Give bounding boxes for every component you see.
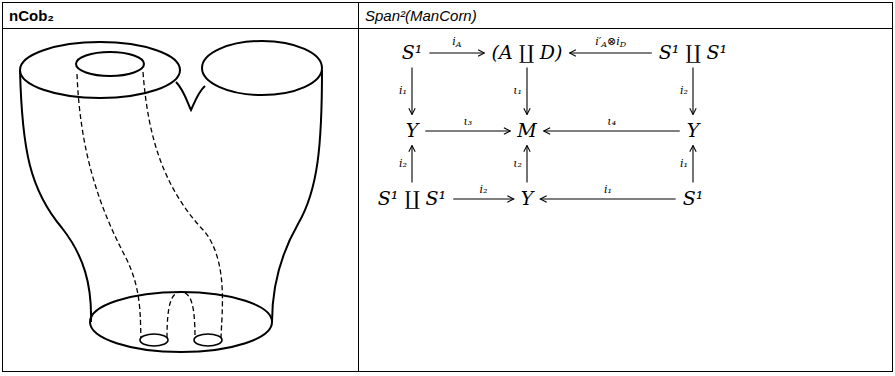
morphism-label: ι₄ <box>606 116 617 128</box>
hidden-tube <box>77 72 222 338</box>
morphism-label: iA <box>451 36 462 50</box>
table-border <box>3 3 893 372</box>
morphism-label: i′A⊗iD <box>594 36 627 50</box>
morphism-arrow <box>411 67 412 114</box>
morphism-label: i₂ <box>479 184 489 196</box>
morphism-arrow <box>411 145 412 182</box>
label-glyph: i <box>452 35 456 48</box>
label-glyph: ₄ <box>612 115 616 128</box>
label-glyph: ₂ <box>403 157 407 170</box>
header-cell: nCob₂ <box>3 3 358 28</box>
subscript: A <box>601 40 607 49</box>
math-object: (A ∐ D) <box>489 41 566 64</box>
morphism-arrow <box>425 130 510 131</box>
morphism-arrow <box>526 67 527 114</box>
object-label: M <box>517 120 536 141</box>
object-label: (A ∐ D) <box>492 42 563 63</box>
label-glyph: i <box>480 183 484 196</box>
morphism-arrow <box>692 145 693 182</box>
morphism-arrow <box>526 145 527 182</box>
morphism-label: ι₂ <box>512 158 523 170</box>
bottom-circle <box>90 292 272 352</box>
dashed-curve <box>77 74 141 338</box>
object-label: Y <box>521 188 534 209</box>
label-glyph: ′ <box>599 35 602 48</box>
label-glyph: ι <box>513 157 517 170</box>
column-rule <box>358 3 359 372</box>
object-label: S¹ ∐ S¹ <box>378 188 446 209</box>
math-object: S¹ ∐ S¹ <box>375 187 449 210</box>
label-glyph: ₁ <box>608 183 612 196</box>
label-glyph: i <box>595 35 599 48</box>
morphism-label: i₂ <box>679 85 689 97</box>
morphism-arrow <box>692 67 693 114</box>
morphism-label: i₂ <box>398 158 408 170</box>
subscript: A <box>456 40 462 49</box>
math-object: S¹ <box>399 41 426 64</box>
morphism-label: i₁ <box>398 85 408 97</box>
label-glyph: ₂ <box>518 157 522 170</box>
label-glyph: ₂ <box>483 183 487 196</box>
math-object: Y <box>403 119 422 142</box>
morphism-label: i₁ <box>679 158 689 170</box>
label-glyph: ₁ <box>518 84 522 97</box>
dashed-arch <box>167 292 195 338</box>
object-label: S¹ <box>683 188 704 209</box>
header-rule <box>3 28 893 29</box>
label-glyph: i <box>399 84 403 97</box>
subscript: D <box>620 40 626 49</box>
label-glyph: i <box>680 157 684 170</box>
morphism-arrow <box>544 130 680 131</box>
label-glyph: ₁ <box>684 157 688 170</box>
morphism-label: i₁ <box>603 184 613 196</box>
morphism-arrow <box>453 198 513 199</box>
object-label: Y <box>687 120 700 141</box>
label-glyph: i <box>399 157 403 170</box>
label-glyph: ι <box>463 115 467 128</box>
object-label: S¹ ∐ S¹ <box>659 42 727 63</box>
label-glyph: i <box>680 84 684 97</box>
table-grid <box>3 3 893 372</box>
morphism-label: ι₃ <box>462 116 473 128</box>
object-label: Y <box>406 120 419 141</box>
top-left-circle <box>20 42 180 98</box>
bottom-hole <box>194 334 222 346</box>
math-object: Y <box>684 119 703 142</box>
right-side <box>272 70 322 322</box>
morphism-arrow <box>569 52 651 53</box>
object-label: S¹ <box>402 42 423 63</box>
column-heading: nCob₂ <box>9 7 54 24</box>
header-cell: Span²(ManCorn) <box>359 3 892 28</box>
top-right-circle <box>202 41 322 95</box>
saddle <box>176 82 205 110</box>
morphism-arrow <box>540 198 675 199</box>
inner-circle <box>76 52 144 76</box>
math-object: M <box>514 119 539 142</box>
label-glyph: ⊗ <box>607 35 616 48</box>
label-glyph: i <box>604 183 608 196</box>
column-heading: Span²(ManCorn) <box>365 7 477 24</box>
math-object: S¹ ∐ S¹ <box>656 41 730 64</box>
left-side <box>20 70 91 322</box>
dashed-curve <box>143 72 222 338</box>
math-object: Y <box>518 187 537 210</box>
cobordism-surface <box>20 41 322 352</box>
label-glyph: i <box>616 35 620 48</box>
morphism-label: ι₁ <box>512 85 523 97</box>
bottom-hole <box>140 334 168 346</box>
label-glyph: ₂ <box>684 84 688 97</box>
label-glyph: ₁ <box>403 84 407 97</box>
morphism-arrow <box>429 52 484 53</box>
label-glyph: ₃ <box>468 115 472 128</box>
label-glyph: ι <box>607 115 611 128</box>
label-glyph: ι <box>513 84 517 97</box>
math-object: S¹ <box>680 187 707 210</box>
